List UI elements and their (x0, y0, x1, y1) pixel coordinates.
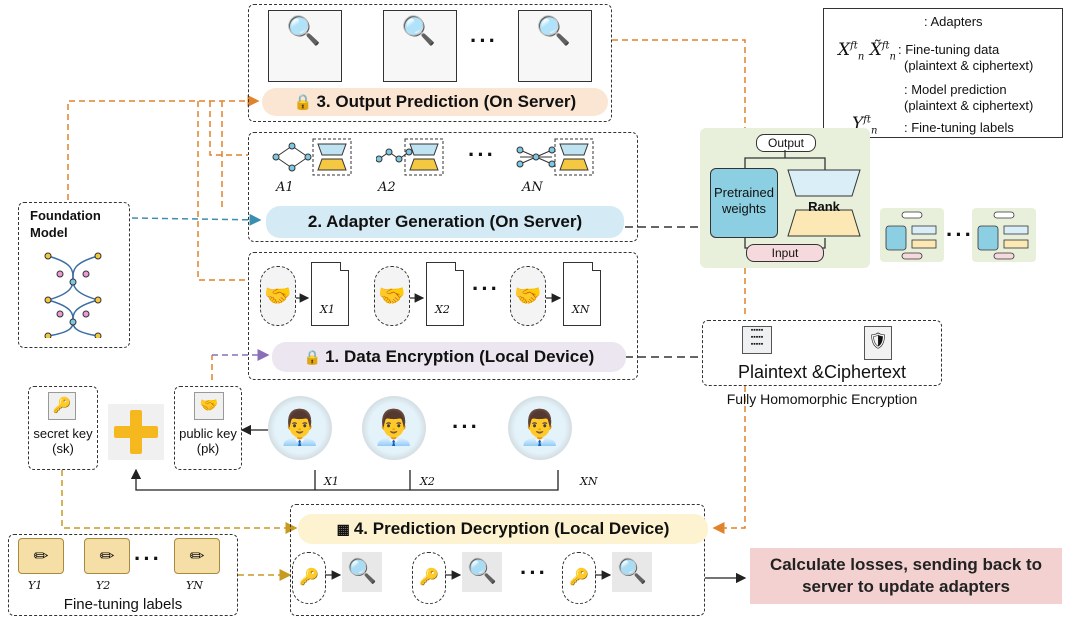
adapter-generation-panel (248, 132, 638, 242)
legend-labels: : Fine-tuning labels (904, 120, 1014, 135)
lock-icon: 🔒 (293, 94, 313, 111)
lightbulb-magnifier-icon: 🔍 (342, 552, 382, 592)
calculate-losses-box: Calculate losses, sending back to server… (750, 548, 1062, 604)
secret-key-label: secret key (sk) (33, 426, 93, 456)
lightbulb-magnifier-icon: 🔍 (536, 15, 571, 46)
secret-key-icon: 🔑 (562, 552, 596, 604)
arch-rank-label: Rank (808, 199, 840, 214)
ellipsis: ··· (134, 546, 162, 571)
legend-y-symbol: Yftn (852, 114, 878, 137)
user-data-label-2: X2 (420, 475, 435, 488)
ellipsis: ··· (520, 560, 548, 585)
lightbulb-magnifier-icon: 🔍 (401, 15, 436, 46)
adapter-network-icon (272, 142, 312, 172)
fhe-caption: Fully Homomorphic Encryption (726, 391, 918, 407)
label-card-icon: ✏ (174, 538, 220, 574)
lora-block-icon (312, 138, 352, 176)
plus-icon (108, 404, 164, 460)
arch-input-label: Input (746, 244, 824, 262)
lightbulb-magnifier-icon: 🔍 (286, 15, 321, 46)
label-y-n: YN (186, 579, 203, 592)
arch-pretrained-weights: Pretrained weights (710, 168, 778, 238)
label-y-2: Y2 (96, 579, 111, 592)
rank-blocks-icon (787, 169, 861, 237)
user-avatar: 👨‍💼 (508, 396, 572, 460)
lightbulb-magnifier-icon: 🔍 (462, 552, 502, 592)
user-avatar: 👨‍💼 (268, 396, 332, 460)
fhe-panel (702, 320, 942, 386)
ellipsis: ··· (946, 222, 974, 247)
arch-output-label: Output (756, 134, 816, 152)
stage-1-title: 🔒1. Data Encryption (Local Device) (272, 342, 626, 372)
mini-architecture-icon (880, 208, 944, 262)
label-card-icon: ✏ (84, 538, 130, 574)
handshake-key-icon: 🤝 (510, 266, 546, 326)
dna-network-icon (44, 252, 102, 338)
ellipsis: ··· (472, 276, 500, 301)
lora-block-icon (404, 138, 444, 176)
public-key-box (174, 386, 242, 470)
finetune-labels-caption: Fine-tuning labels (63, 596, 183, 613)
ellipsis: ··· (470, 28, 498, 53)
legend-finetune-data: : Fine-tuning data (898, 42, 1000, 57)
legend-finetune-data-sub: (plaintext & ciphertext) (904, 58, 1034, 73)
encrypted-data-label-2: X2 (435, 303, 450, 316)
legend-box (823, 8, 1063, 138)
adapter-network-icon (516, 146, 556, 168)
ciphertext-shield-icon: 🛡 (864, 326, 892, 360)
user-avatar: 👨‍💼 (362, 396, 426, 460)
adapter-network-icon (376, 148, 413, 163)
prediction-decryption-panel (290, 504, 705, 616)
ciphertext-document-1 (311, 262, 349, 326)
prediction-frame-1 (268, 10, 342, 82)
ciphertext-document-2 (426, 262, 464, 326)
secret-key-box (28, 386, 98, 470)
legend-adapters: : Adapters (924, 14, 983, 29)
mini-architecture-icon (972, 208, 1036, 262)
data-encryption-panel (248, 252, 638, 380)
user-data-label-n: XN (580, 475, 598, 488)
output-prediction-panel (248, 4, 612, 122)
ciphertext-document-n (563, 262, 601, 326)
stage-3-title: 🔒3. Output Prediction (On Server) (262, 88, 608, 116)
ellipsis: ··· (452, 414, 480, 439)
lock-icon: 🔒 (303, 348, 322, 365)
public-key-label: public key (pk) (179, 426, 237, 456)
user-data-label-1: X1 (324, 475, 339, 488)
fhe-title: Plaintext &Ciphertext (737, 362, 907, 382)
encrypted-data-label-n: XN (572, 303, 590, 316)
secret-key-icon: 🔑 (48, 392, 76, 420)
adapter-label-2: A2 (378, 180, 396, 195)
stage-2-title: 2. Adapter Generation (On Server) (266, 206, 624, 238)
handshake-key-icon: 🤝 (374, 266, 410, 326)
lightbulb-magnifier-icon: 🔍 (612, 552, 652, 592)
keypad-icon: ▦ (336, 520, 350, 537)
lora-block-icon (554, 138, 594, 176)
legend-x-symbols: Xftn X̃ftn (838, 40, 896, 63)
foundation-model-label: Foundation Model (30, 208, 101, 240)
foundation-model-box (18, 202, 130, 348)
label-card-icon: ✏ (18, 538, 64, 574)
public-key-icon: 🤝 (194, 392, 224, 420)
prediction-frame-2 (383, 10, 457, 82)
plaintext-document-icon: ▪▪▪▪▪▪▪▪▪▪▪▪▪▪▪ (742, 326, 772, 354)
adapter-label-1: A1 (276, 180, 294, 195)
encrypted-data-label-1: X1 (320, 303, 335, 316)
secret-key-icon: 🔑 (292, 552, 326, 604)
legend-model-pred-sub: (plaintext & ciphertext) (904, 98, 1034, 113)
stage-4-title: ▦4. Prediction Decryption (Local Device) (298, 514, 708, 544)
ellipsis: ··· (468, 142, 496, 167)
finetune-labels-box (8, 534, 238, 616)
legend-model-pred: : Model prediction (904, 82, 1007, 97)
prediction-frame-n (518, 10, 592, 82)
label-y-1: Y1 (28, 579, 43, 592)
handshake-key-icon: 🤝 (260, 266, 296, 326)
secret-key-icon: 🔑 (412, 552, 446, 604)
adapter-label-n: AN (522, 180, 543, 195)
